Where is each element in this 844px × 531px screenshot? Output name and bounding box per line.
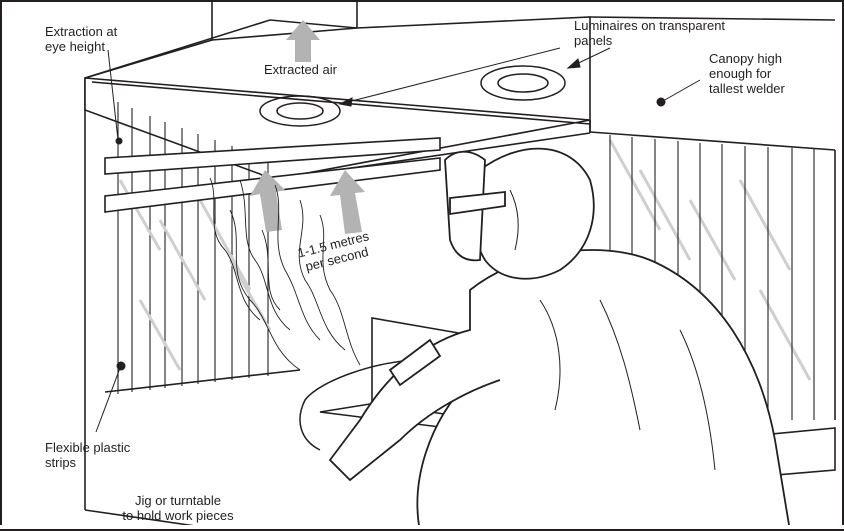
label-extracted-air: Extracted air (264, 62, 337, 77)
label-luminaires: Luminaires on transparent panels (574, 18, 764, 48)
label-canopy: Canopy high enough for tallest welder (709, 51, 785, 96)
label-strips: Flexible plastic strips (45, 440, 130, 470)
label-extraction-eye: Extraction at eye height (45, 24, 117, 54)
extracted-air-arrow-icon (286, 20, 320, 62)
label-jig: Jig or turntable to hold work pieces (98, 493, 258, 523)
